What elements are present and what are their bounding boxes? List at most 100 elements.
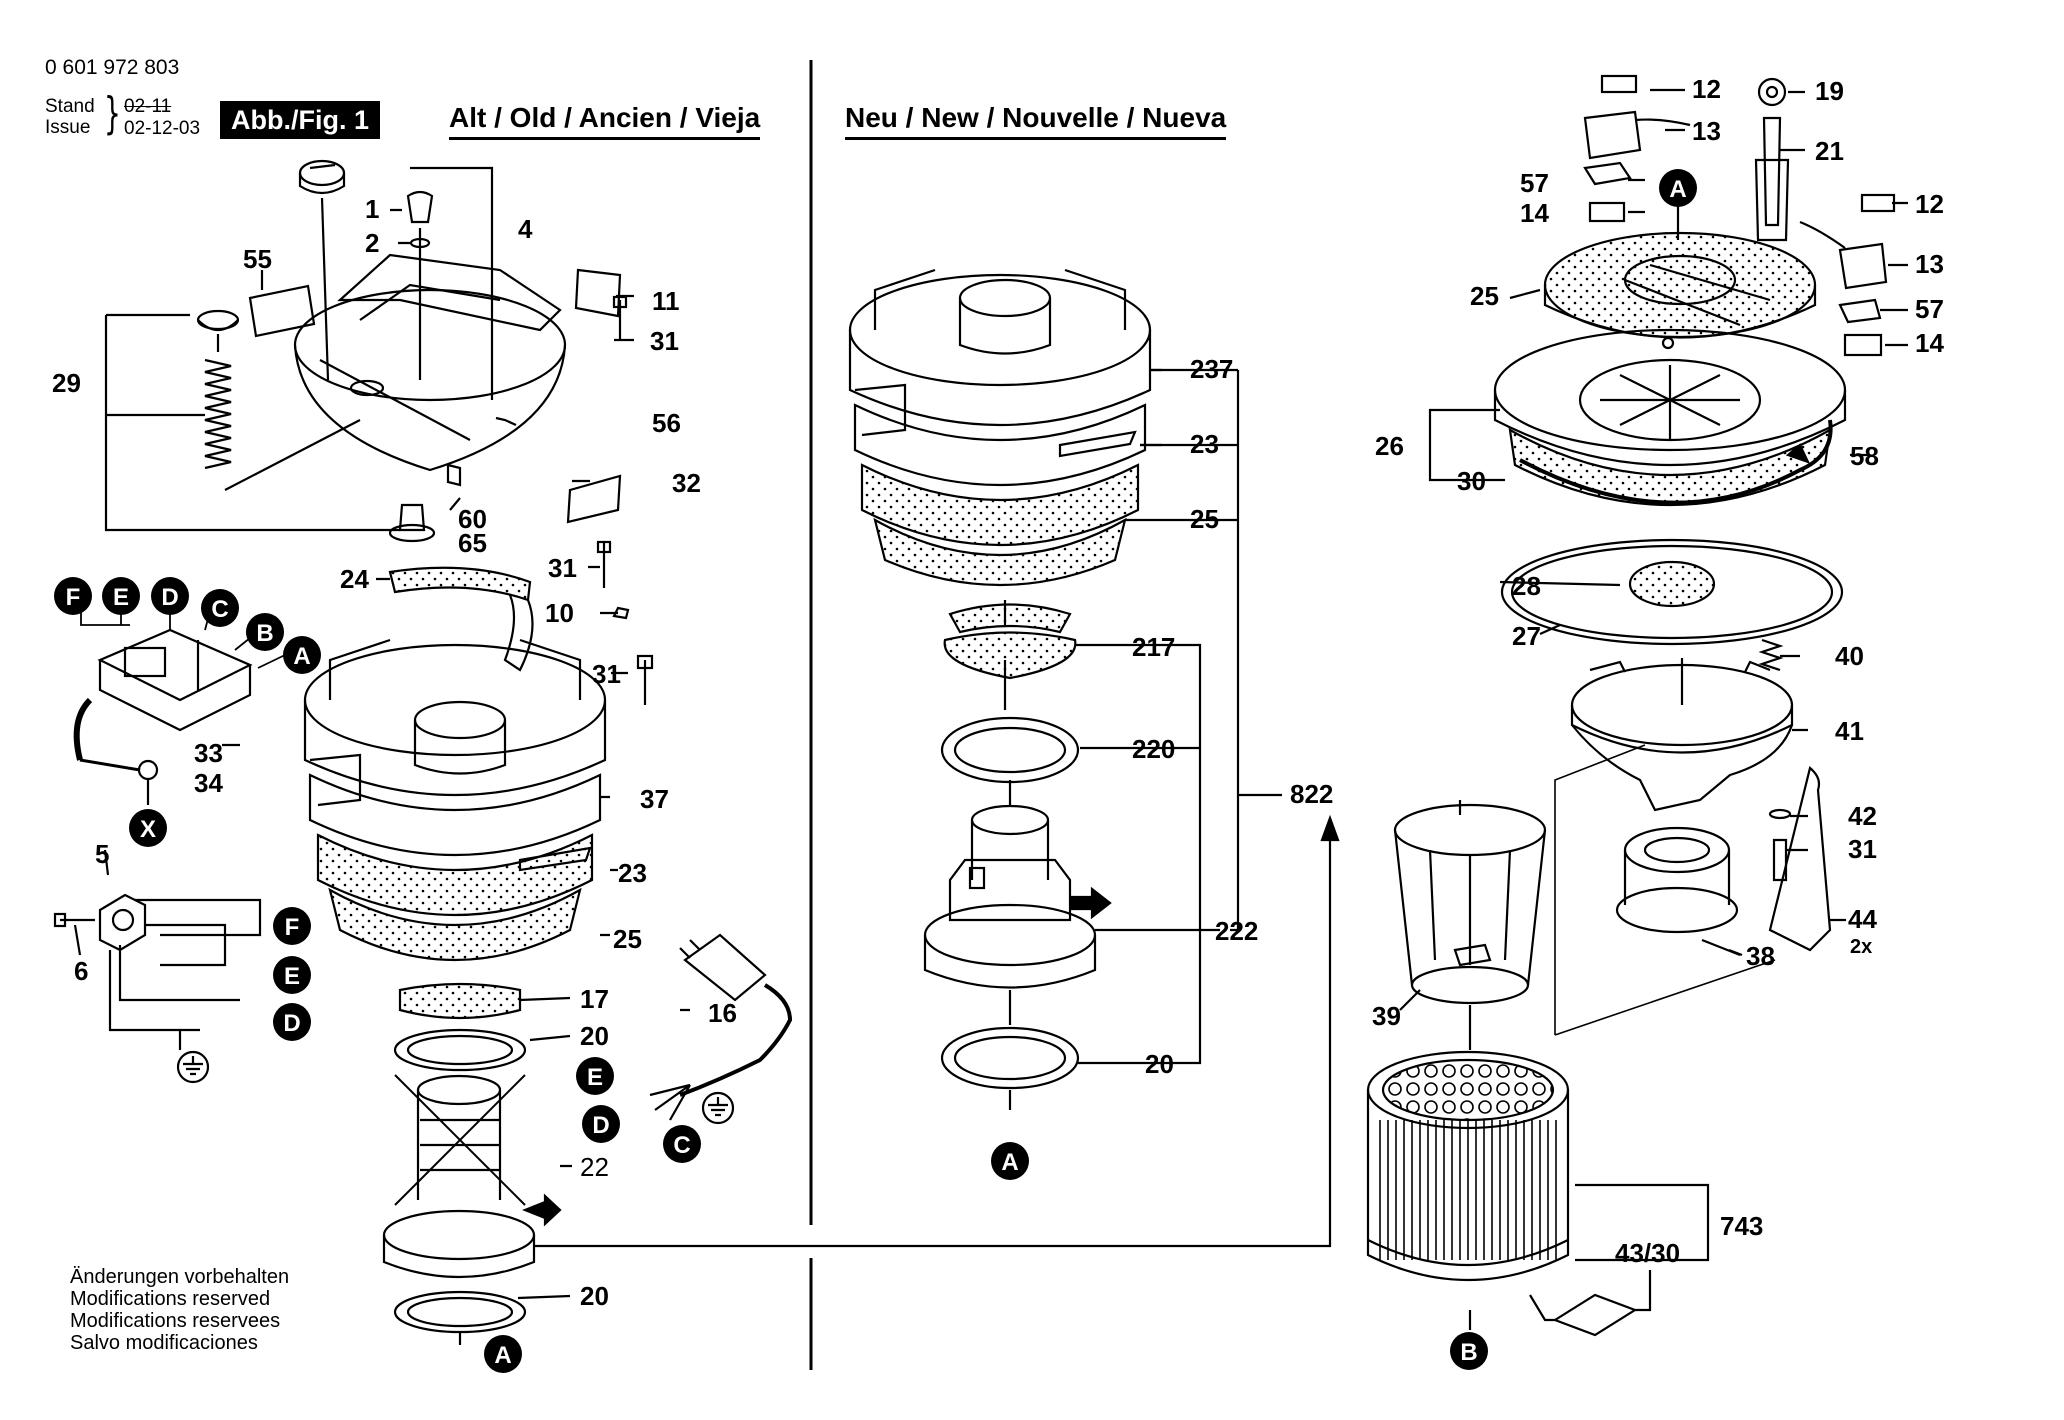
bracket-26 <box>1428 408 1500 482</box>
callout-31b: 31 <box>548 553 577 583</box>
marker-F-switch: F <box>273 907 311 945</box>
part-27-seal <box>1500 538 1844 646</box>
part-17-ring <box>398 982 522 1020</box>
bracket-29 <box>104 313 400 532</box>
marker-A-new-bottom: A <box>991 1142 1029 1180</box>
svg-text:X: X <box>140 816 156 843</box>
callout-16: 16 <box>708 998 737 1028</box>
new-motor <box>923 804 1112 989</box>
knob-icon <box>298 159 346 195</box>
svg-text:D: D <box>283 1010 300 1037</box>
part-14-tab-b <box>1843 333 1883 357</box>
callout-25c: 25 <box>1470 281 1499 311</box>
callout-743: 743 <box>1720 1211 1763 1241</box>
marker-D-top: D <box>151 577 189 615</box>
callout-34: 34 <box>194 768 223 798</box>
callout-12b: 12 <box>1915 189 1944 219</box>
marker-D-switch: D <box>273 1003 311 1041</box>
svg-text:C: C <box>211 596 228 623</box>
old-motor-crossed <box>382 1074 562 1279</box>
callout-20a: 20 <box>580 1021 609 1051</box>
part-65-foot <box>388 503 436 543</box>
callout-31d: 31 <box>1848 834 1877 864</box>
part-31-screw-new <box>1772 838 1788 882</box>
marker-A-lid: A <box>1659 169 1697 207</box>
callout-56: 56 <box>652 408 681 438</box>
svg-text:F: F <box>66 584 81 611</box>
callout-23b: 23 <box>1190 429 1219 459</box>
callout-237: 237 <box>1190 354 1233 384</box>
callout-10: 10 <box>545 598 574 628</box>
part-43-pad <box>1552 1293 1638 1337</box>
date-new: 02-12-03 <box>124 118 201 139</box>
date-old: 02-11 <box>124 96 172 117</box>
part-20-ring <box>393 1028 527 1072</box>
part-57-pad <box>1583 161 1632 186</box>
callout-220: 220 <box>1132 734 1175 764</box>
callout-222: 222 <box>1215 916 1258 946</box>
callout-25b: 25 <box>1190 504 1219 534</box>
callout-11: 11 <box>652 286 680 316</box>
callout-21: 21 <box>1815 136 1844 166</box>
callout-31a: 31 <box>650 326 679 356</box>
callout-14b: 14 <box>1915 328 1944 358</box>
disclaimer-line-en: Modifications reserved <box>70 1288 271 1310</box>
callout-217: 217 <box>1132 632 1175 662</box>
part-38-valve <box>1615 826 1741 957</box>
callout-4: 4 <box>518 214 533 244</box>
callout-42: 42 <box>1848 801 1877 831</box>
callout-14a: 14 <box>1520 198 1549 228</box>
figure-label: Abb./Fig. 1 <box>220 101 380 139</box>
callout-29: 29 <box>52 368 81 398</box>
svg-text:B: B <box>1460 1339 1477 1366</box>
marker-C-cord: C <box>663 1125 701 1163</box>
new-tank-head <box>1493 328 1847 506</box>
part-217-ring <box>948 603 1072 634</box>
part-42-washer <box>1768 808 1792 820</box>
svg-text:B: B <box>256 620 273 647</box>
callout-57a: 57 <box>1520 168 1549 198</box>
marker-E-top: E <box>102 577 140 615</box>
part-33-pcb <box>73 628 253 781</box>
callout-2: 2 <box>365 228 379 258</box>
callout-5: 5 <box>95 839 109 869</box>
svg-text:E: E <box>113 584 129 611</box>
callout-32: 32 <box>672 468 701 498</box>
marker-X: X <box>129 809 167 847</box>
marker-C-top: C <box>201 589 239 627</box>
callout-37: 37 <box>640 784 669 814</box>
callout-31c: 31 <box>592 659 621 689</box>
part-13-switch <box>1583 110 1691 160</box>
callout-20c: 20 <box>1145 1049 1174 1079</box>
part-44-clip <box>1768 766 1832 952</box>
svg-text:A: A <box>1001 1149 1018 1176</box>
part-1-bush <box>406 190 434 224</box>
new-tank-lid <box>1543 195 1817 350</box>
disclaimer-line-es: Salvo modificaciones <box>70 1332 258 1354</box>
part-12-clip-b <box>1860 193 1896 213</box>
issue-label: Issue <box>45 117 91 138</box>
callout-6: 6 <box>74 956 88 986</box>
callout-17: 17 <box>580 984 609 1014</box>
part-39-cage <box>1393 800 1547 1005</box>
svg-text:D: D <box>161 584 178 611</box>
callout-13a: 13 <box>1692 116 1721 146</box>
disclaimer: Änderungen vorbehalten Modifications res… <box>70 1266 289 1354</box>
brace-glyph: } <box>104 88 121 139</box>
svg-text:E: E <box>284 963 300 990</box>
svg-text:C: C <box>673 1132 690 1159</box>
part-40-spring <box>1758 638 1784 672</box>
new-housing <box>848 268 1152 625</box>
marker-D-cord: D <box>582 1105 620 1143</box>
callout-25a: 25 <box>613 924 642 954</box>
part-57-pad-b <box>1838 298 1882 324</box>
callout-58: 58 <box>1850 441 1879 471</box>
section-title-new: Neu / New / Nouvelle / Nueva <box>845 102 1227 140</box>
marker-B-top: B <box>246 613 284 651</box>
callout-40: 40 <box>1835 641 1864 671</box>
stand-label: Stand <box>45 96 95 117</box>
svg-text:A: A <box>494 1342 511 1369</box>
bracket-743 <box>1575 1183 1710 1262</box>
svg-text:F: F <box>285 914 300 941</box>
marker-E-switch: E <box>273 956 311 994</box>
